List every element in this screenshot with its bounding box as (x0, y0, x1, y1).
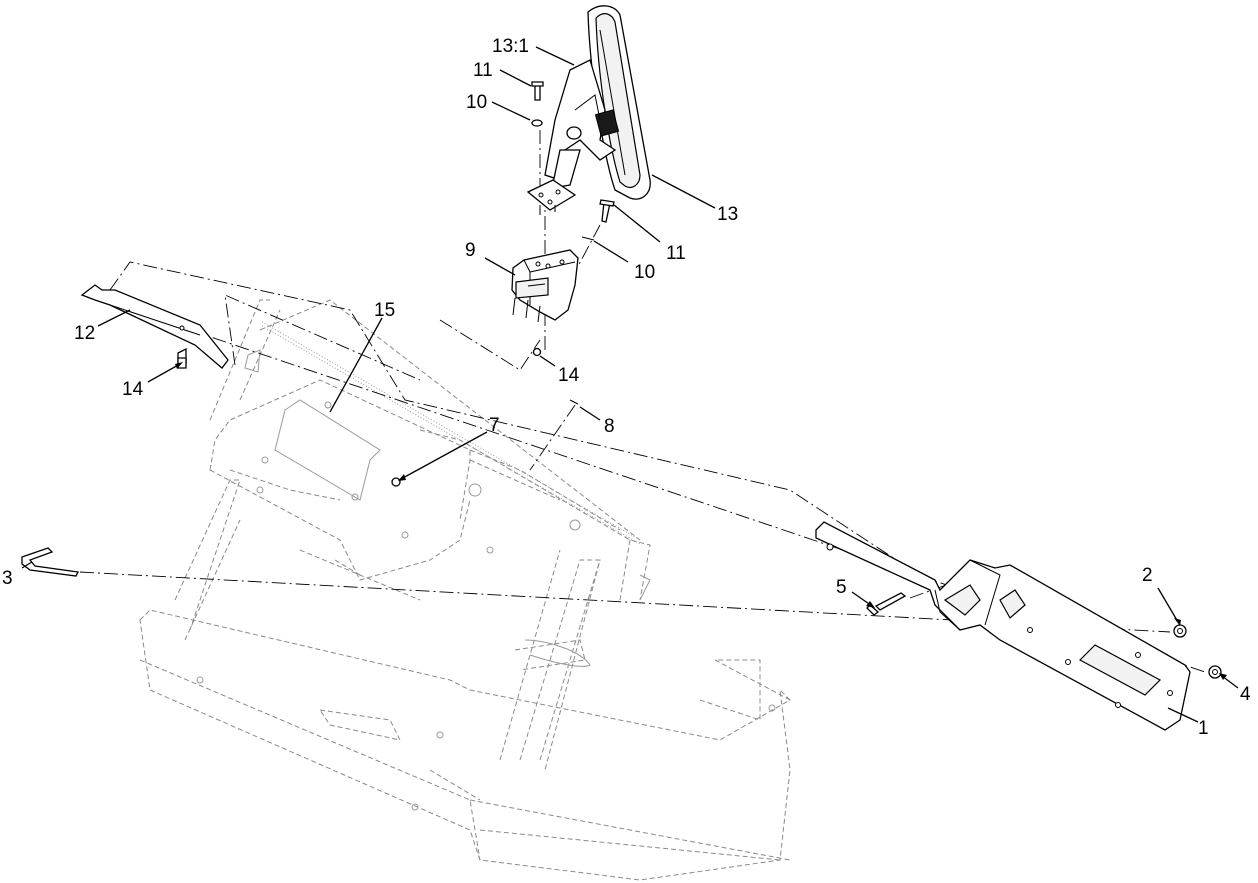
leader-lines (21, 46, 1239, 723)
callout-8: 8 (604, 416, 615, 437)
tray-part (80, 284, 229, 369)
callout-11-right: 11 (666, 243, 686, 264)
callout-2: 2 (1142, 565, 1153, 586)
callout-4: 4 (1240, 684, 1251, 705)
bracket-part (511, 249, 579, 323)
hardware-parts (21, 81, 1222, 679)
support-plate-part (815, 521, 1191, 731)
callout-3: 3 (2, 568, 13, 589)
callout-12: 12 (74, 323, 95, 344)
armrest-console-part (526, 5, 651, 215)
callout-11-top: 11 (473, 60, 493, 81)
callout-9: 9 (465, 240, 476, 261)
callout-10-top: 10 (466, 92, 487, 113)
callout-7: 7 (489, 415, 500, 436)
callout-15: 15 (374, 300, 395, 321)
callout-1: 1 (1198, 718, 1209, 739)
callout-labels: 1 2 3 4 5 7 8 9 10 10 11 11 12 13 13:1 1… (2, 36, 1251, 739)
callout-13-1: 13:1 (492, 36, 529, 57)
mower-frame-phantom (139, 299, 791, 881)
callout-14-left: 14 (122, 379, 144, 400)
callout-5: 5 (836, 577, 847, 598)
callout-13: 13 (717, 204, 738, 225)
callout-10-right: 10 (634, 262, 655, 283)
callout-14-center: 14 (558, 365, 580, 386)
